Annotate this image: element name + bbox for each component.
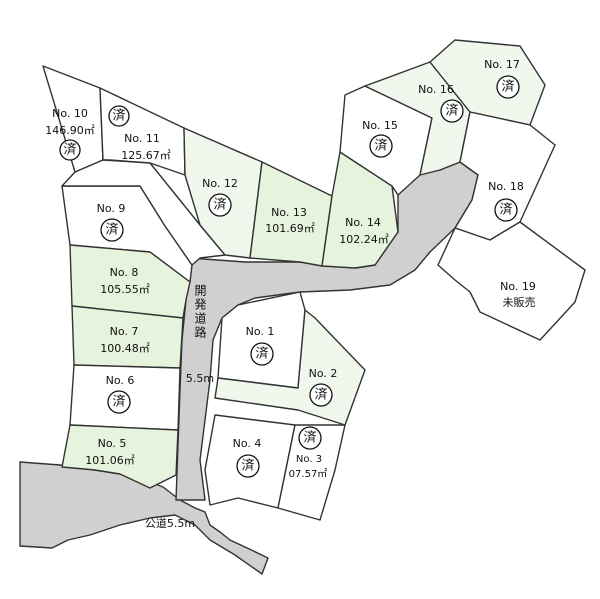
lot-8-number: No. 8: [110, 266, 139, 279]
lot-2-number: No. 2: [309, 367, 338, 380]
public-road-label: 公道5.5m: [145, 516, 195, 530]
lot-7-area: 100.48㎡: [100, 342, 150, 355]
svg-text:済: 済: [213, 197, 226, 213]
sold-mark-lot-18: 済: [494, 198, 518, 222]
lot-6-number: No. 6: [106, 374, 135, 387]
svg-text:済: 済: [255, 346, 268, 362]
lot-19-number: No. 19: [500, 280, 536, 293]
svg-text:済: 済: [241, 458, 254, 474]
lot-15-number: No. 15: [362, 119, 398, 132]
lot-3[interactable]: [277, 424, 346, 521]
lot-19[interactable]: [437, 221, 586, 341]
dev-road-label: 開発道路: [193, 284, 207, 340]
lot-13-number: No. 13: [271, 206, 307, 219]
svg-text:済: 済: [499, 202, 512, 218]
lot-18-number: No. 18: [488, 180, 524, 193]
lot-17-number: No. 17: [484, 58, 520, 71]
lot-14-number: No. 14: [345, 216, 381, 229]
lot-7-number: No. 7: [110, 325, 139, 338]
lot-8-area: 105.55㎡: [100, 283, 150, 296]
sold-mark-lot-2: 済: [309, 383, 333, 407]
svg-text:済: 済: [112, 108, 125, 124]
svg-text:済: 済: [105, 222, 118, 238]
svg-text:済: 済: [303, 430, 316, 446]
svg-text:済: 済: [501, 79, 514, 95]
lot-5-number: No. 5: [98, 437, 127, 450]
svg-text:済: 済: [314, 387, 327, 403]
sold-mark-lot-12: 済: [208, 193, 232, 217]
sold-mark-lot-15: 済: [369, 134, 393, 158]
sold-mark-lot-10: 済: [59, 139, 81, 161]
lot-14[interactable]: [321, 151, 399, 269]
lot-5-area: 101.06㎡: [85, 454, 135, 467]
lot-10-number: No. 10: [52, 107, 88, 120]
sold-mark-lot-17: 済: [496, 75, 520, 99]
sold-mark-lot-1: 済: [250, 342, 274, 366]
dev-road-width-label: 5.5m: [186, 372, 214, 385]
lot-16-number: No. 16: [418, 83, 454, 96]
sold-mark-lot-11: 済: [108, 105, 130, 127]
lot-11-area: 125.67㎡: [121, 149, 171, 162]
lot-4-number: No. 4: [233, 437, 262, 450]
lot-5[interactable]: [61, 424, 179, 489]
lot-10-area: 146.90㎡: [45, 124, 95, 137]
lot-12-number: No. 12: [202, 177, 238, 190]
sold-mark-lot-6: 済: [107, 390, 131, 414]
sold-mark-lot-4: 済: [236, 454, 260, 478]
lot-19-status: 未販売: [503, 296, 536, 309]
lot-1-number: No. 1: [246, 325, 275, 338]
svg-text:済: 済: [445, 103, 458, 119]
sold-mark-lot-3: 済: [298, 426, 322, 450]
svg-text:済: 済: [374, 138, 387, 154]
lot-13-area: 101.69㎡: [265, 222, 315, 235]
svg-text:済: 済: [112, 394, 125, 410]
lot-13[interactable]: [249, 161, 333, 267]
lot-9-number: No. 9: [97, 202, 126, 215]
lot-3-number: No. 3: [296, 454, 322, 465]
svg-text:済: 済: [63, 142, 76, 158]
sold-mark-lot-16: 済: [440, 99, 464, 123]
lot-14-area: 102.24㎡: [339, 233, 389, 246]
lot-11-number: No. 11: [124, 132, 160, 145]
lot-strip: [61, 159, 226, 266]
sold-mark-lot-9: 済: [100, 218, 124, 242]
lot-3-area: 07.57㎡: [289, 468, 328, 480]
